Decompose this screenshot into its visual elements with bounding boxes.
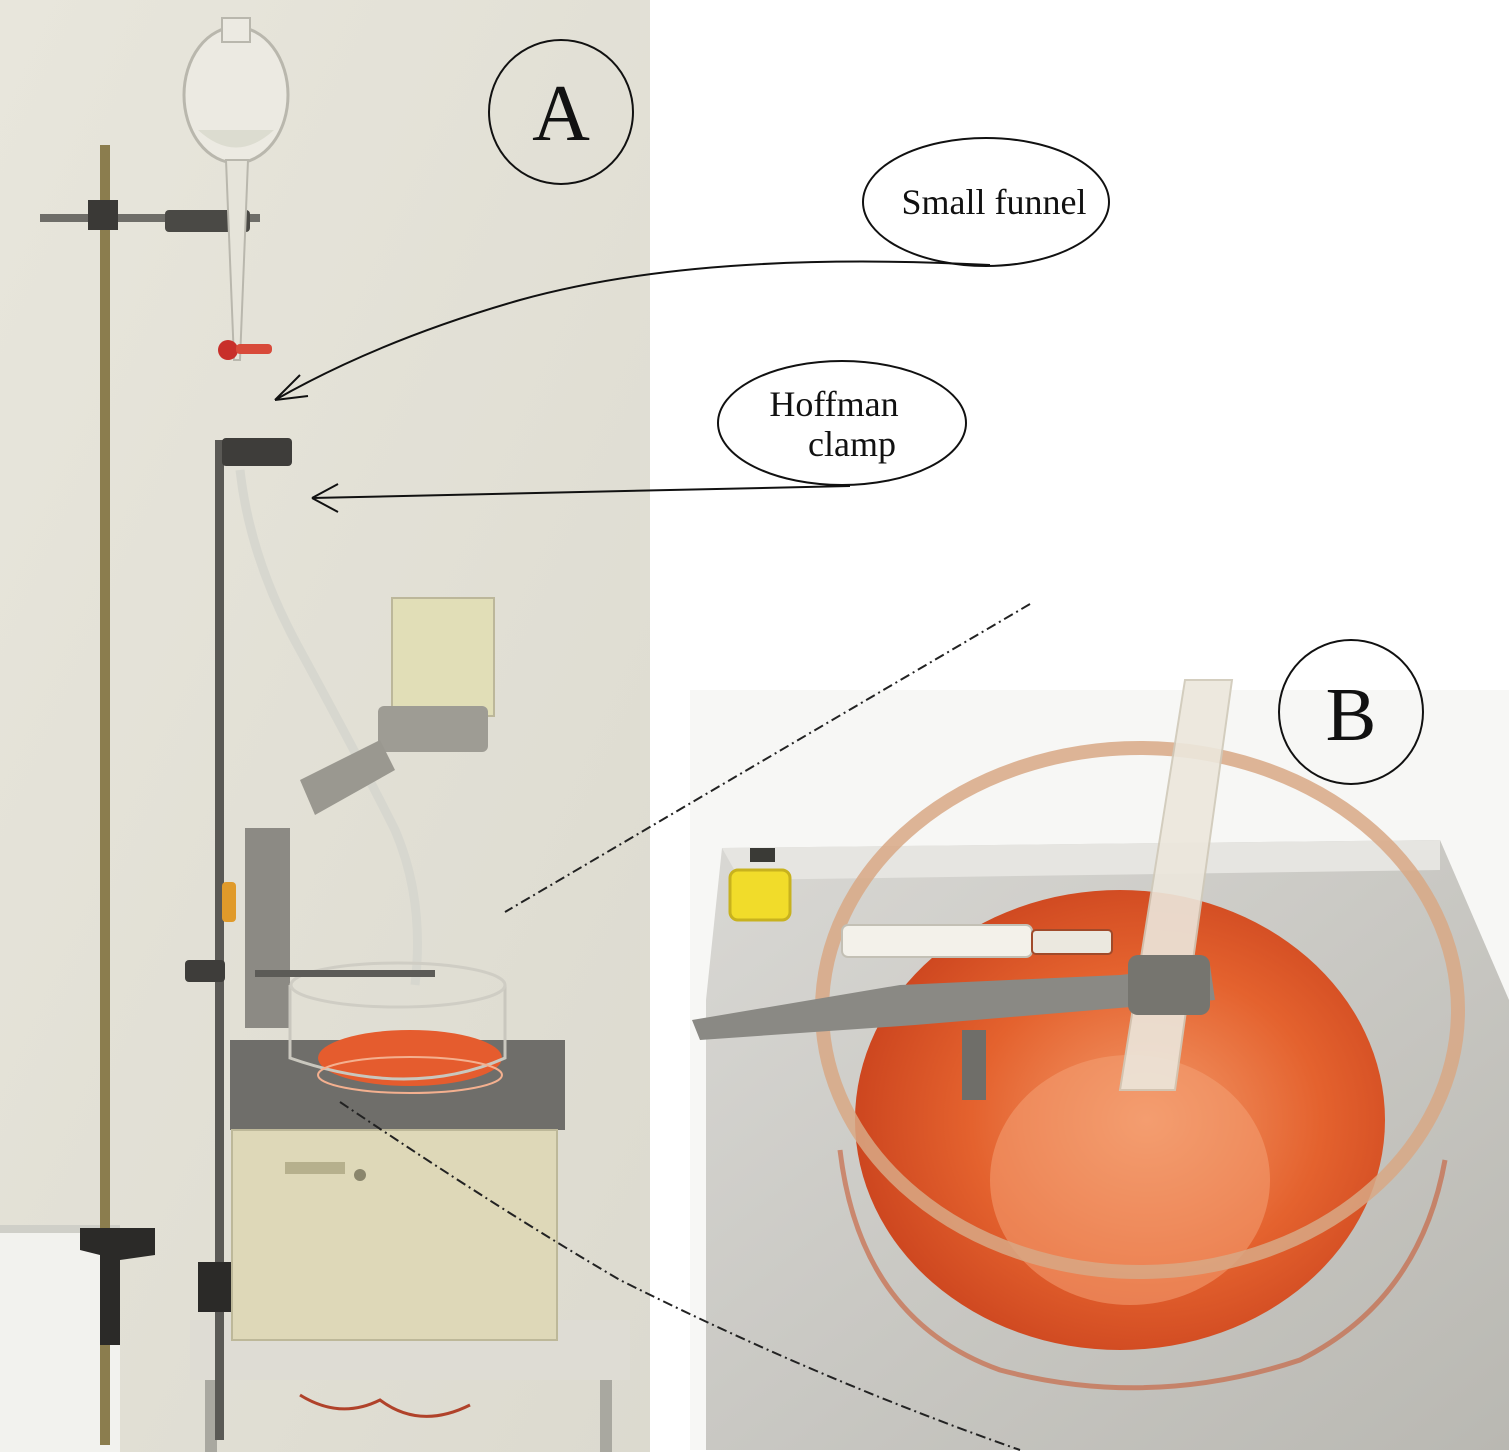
panel-b-label: B xyxy=(1326,673,1377,757)
hoffman-clamp-arrow xyxy=(311,485,851,499)
annotations: A B Small funnel Hoffman clamp xyxy=(274,39,1424,1451)
clamp-bar xyxy=(692,965,1215,1040)
small-funnel xyxy=(182,17,290,361)
photo-a xyxy=(0,0,650,1452)
photo-b xyxy=(690,679,1509,1450)
projection-line-top xyxy=(504,603,1031,913)
hoffman-label-line1: Hoffman xyxy=(769,384,898,424)
tubing xyxy=(235,469,422,986)
indicator-light xyxy=(728,868,792,922)
beaker-a xyxy=(255,961,507,1094)
panel-a-label: A xyxy=(532,70,590,158)
small-funnel-arrow xyxy=(274,260,991,401)
small-funnel-callout xyxy=(862,137,1110,267)
panel-b-circle xyxy=(1278,639,1424,785)
hoffman-clamp-callout xyxy=(717,360,967,486)
hoffman-label-line2: clamp xyxy=(808,424,896,464)
retort-rod-right xyxy=(215,440,224,1440)
small-funnel-label: Small funnel xyxy=(902,182,1087,222)
retort-rod-left xyxy=(100,145,110,1445)
projection-line-bottom xyxy=(339,1101,1021,1451)
overhead-projector xyxy=(222,597,565,1341)
panel-a-circle xyxy=(488,39,634,185)
